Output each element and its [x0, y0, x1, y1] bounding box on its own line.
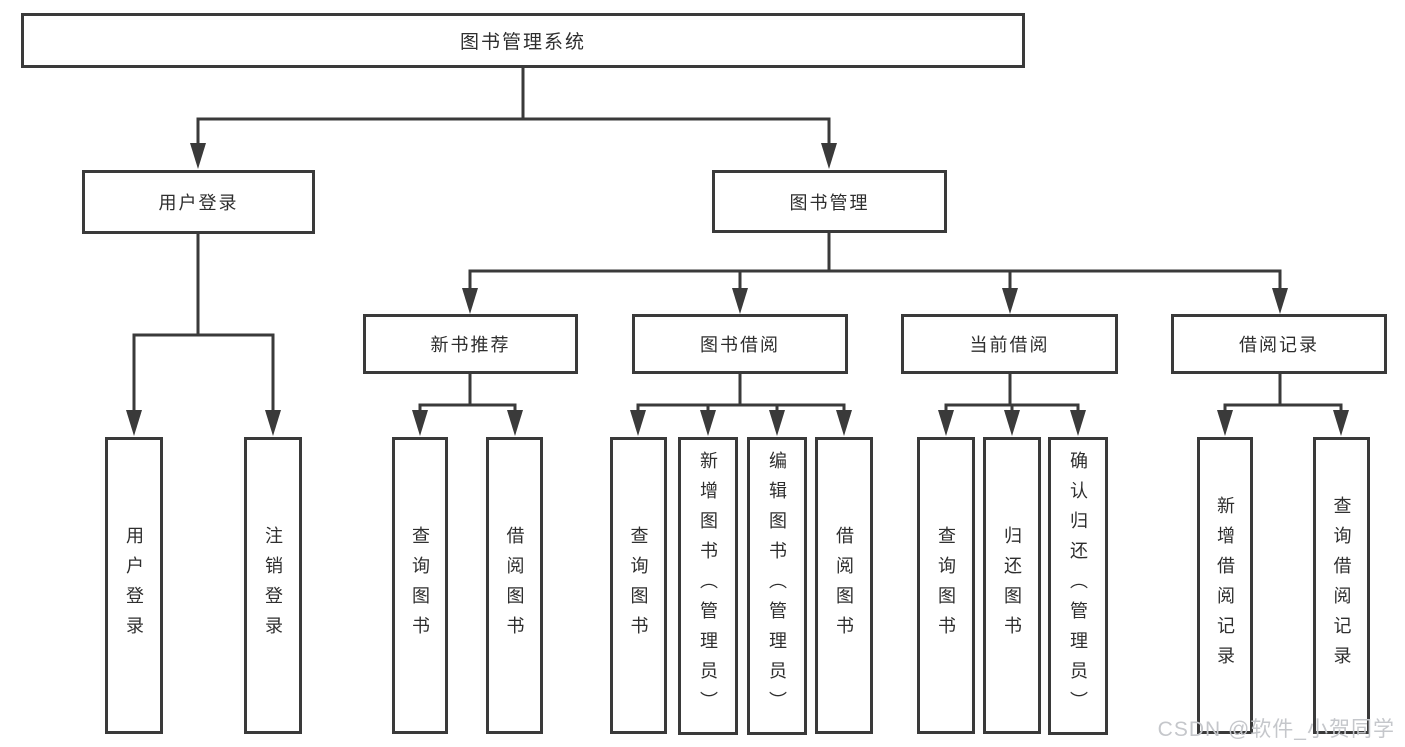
node-label: 用户登录: [158, 193, 239, 213]
arrowhead: [126, 410, 142, 436]
node-label: 借阅记录: [1239, 335, 1319, 355]
leaf-query-book-current: 查询图书: [917, 437, 975, 734]
node-book-management-branch: 图书管理: [712, 170, 947, 233]
node-borrowing-records: 借阅记录: [1171, 314, 1387, 374]
arrowhead: [1004, 410, 1020, 436]
leaf-return-book: 归还图书: [983, 437, 1041, 734]
arrowhead: [769, 410, 785, 436]
node-label: 新书推荐: [430, 335, 511, 355]
arrowhead: [265, 410, 281, 436]
node-label: 编辑图书（管理员）: [767, 451, 787, 721]
arrowhead: [1272, 288, 1288, 314]
node-label: 图书管理系统: [459, 32, 586, 53]
arrowhead: [938, 410, 954, 436]
node-label: 新增借阅记录: [1215, 495, 1235, 676]
node-label: 查询借阅记录: [1331, 495, 1352, 676]
node-current-borrowing: 当前借阅: [901, 314, 1118, 374]
node-root-system: 图书管理系统: [21, 13, 1025, 68]
node-book-borrowing: 图书借阅: [632, 314, 848, 374]
leaf-edit-book-admin: 编辑图书（管理员）: [747, 437, 807, 735]
arrowhead: [1217, 410, 1233, 436]
node-label: 查询图书: [628, 525, 649, 646]
arrowhead: [412, 410, 428, 436]
node-label: 借阅图书: [834, 525, 854, 646]
leaf-add-borrow-record: 新增借阅记录: [1197, 437, 1253, 734]
leaf-user-login: 用户登录: [105, 437, 163, 734]
arrowhead: [462, 288, 478, 314]
leaf-add-book-admin: 新增图书（管理员）: [678, 437, 738, 735]
leaf-query-book-borrow: 查询图书: [610, 437, 667, 734]
node-label: 当前借阅: [969, 335, 1050, 355]
leaf-confirm-return-admin: 确认归还（管理员）: [1048, 437, 1108, 735]
arrowhead: [630, 410, 646, 436]
node-label: 用户登录: [124, 525, 144, 646]
connector-lines: [132, 68, 1343, 414]
node-label: 查询图书: [410, 525, 430, 646]
arrowhead: [190, 143, 206, 169]
node-label: 确认归还（管理员）: [1068, 451, 1088, 721]
csdn-watermark: CSDN @软件_小贺同学: [1157, 718, 1395, 741]
arrowhead: [1070, 410, 1086, 436]
leaf-borrow-book-recommend: 借阅图书: [486, 437, 543, 734]
arrowhead: [1002, 288, 1018, 314]
arrowhead: [700, 410, 716, 436]
leaf-query-book-recommend: 查询图书: [392, 437, 448, 734]
arrowhead: [732, 288, 748, 314]
node-label: 借阅图书: [504, 525, 525, 646]
leaf-query-borrow-record: 查询借阅记录: [1313, 437, 1370, 734]
node-label: 新增图书（管理员）: [698, 451, 718, 721]
arrowhead: [821, 143, 837, 169]
node-label: 图书管理: [789, 192, 870, 213]
leaf-logout: 注销登录: [244, 437, 302, 734]
node-label: 查询图书: [936, 525, 956, 646]
node-label: 归还图书: [1002, 525, 1022, 646]
node-label: 注销登录: [263, 525, 283, 646]
arrowhead: [836, 410, 852, 436]
arrowhead: [1333, 410, 1349, 436]
arrowhead: [507, 410, 523, 436]
node-user-login-branch: 用户登录: [82, 170, 315, 234]
leaf-borrow-book: 借阅图书: [815, 437, 873, 734]
node-label: 图书借阅: [700, 335, 780, 355]
arrowheads: [126, 143, 1349, 436]
node-new-book-recommend: 新书推荐: [363, 314, 578, 374]
